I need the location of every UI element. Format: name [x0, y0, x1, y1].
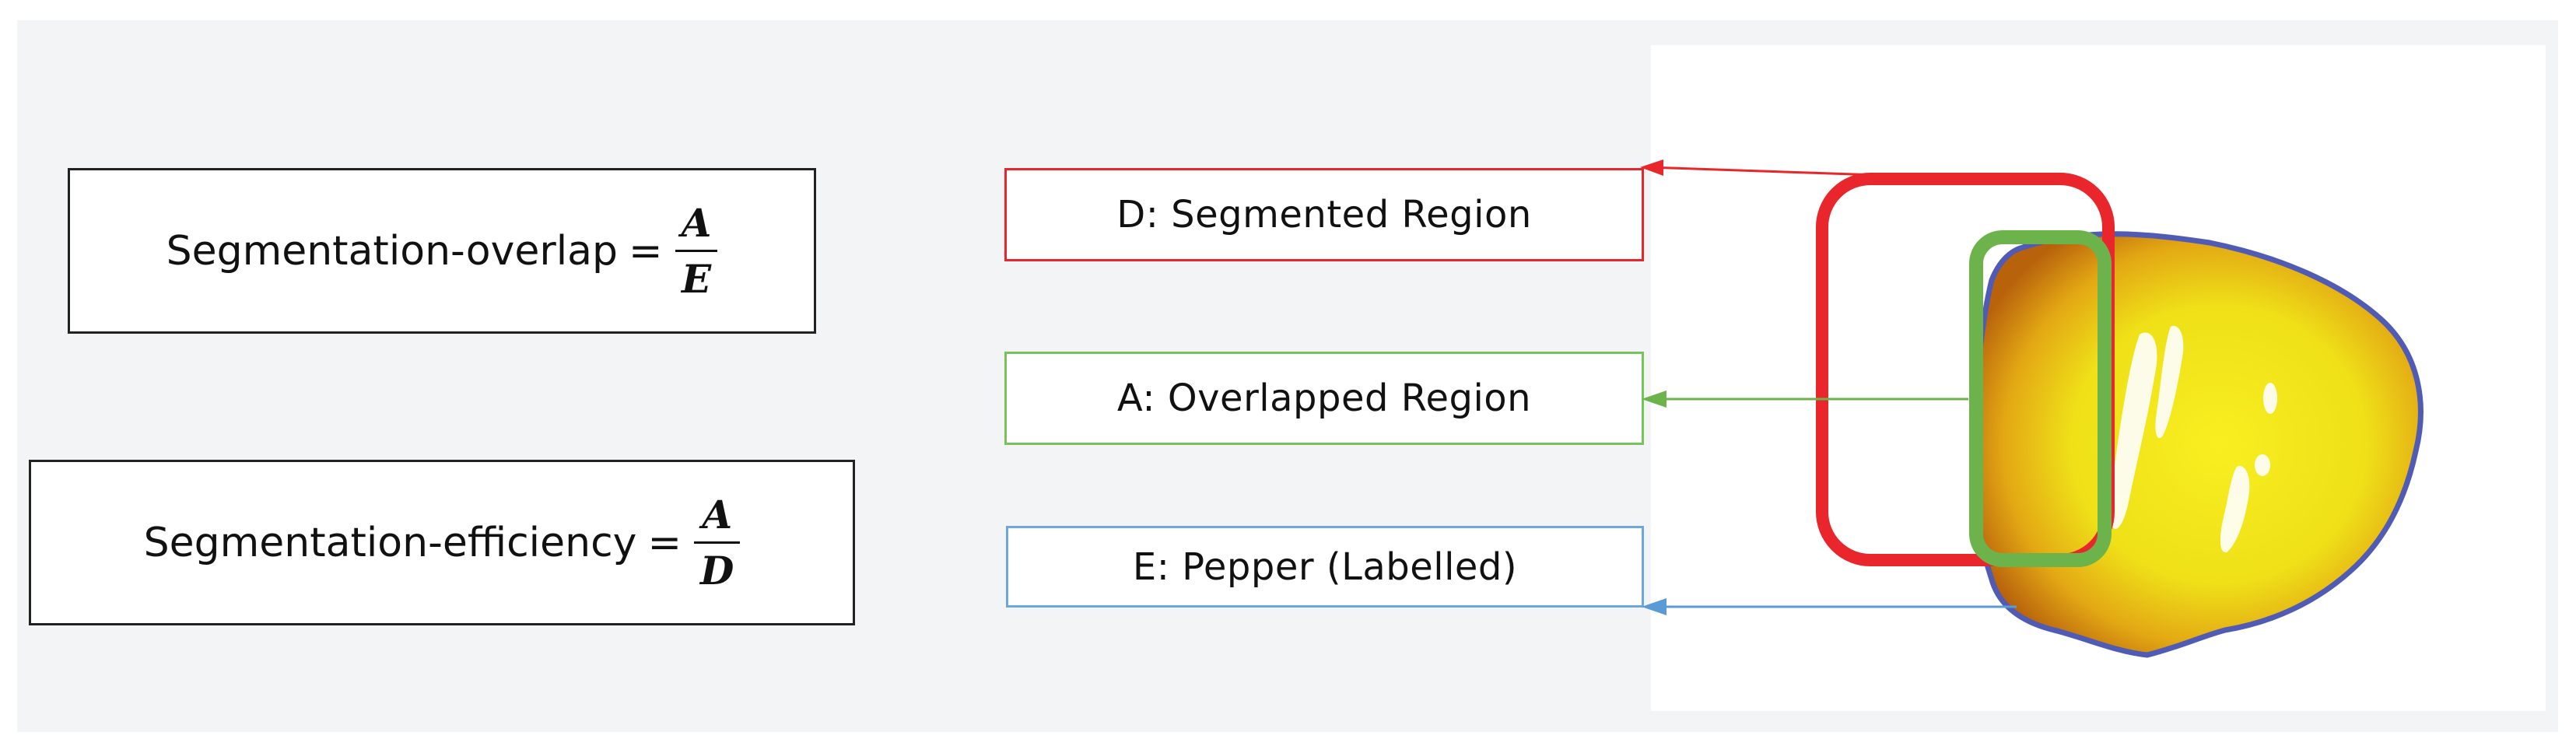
segmented-region-text: D: Segmented Region — [1116, 193, 1532, 236]
overlapped-region-text: A: Overlapped Region — [1116, 377, 1532, 420]
formula-label: Segmentation-efficiency — [143, 519, 637, 566]
formula-label: Segmentation-overlap — [166, 227, 619, 275]
labelled-pepper-text: E: Pepper (Labelled) — [1132, 545, 1518, 589]
labelled-pepper-label: E: Pepper (Labelled) — [1006, 526, 1644, 608]
fraction: A E — [675, 199, 718, 302]
fraction-numerator: A — [681, 199, 712, 246]
equals-sign: = — [629, 227, 663, 275]
equals-sign: = — [647, 519, 682, 566]
segmented-region-label: D: Segmented Region — [1004, 168, 1644, 261]
overlapped-region-outline — [1969, 230, 2112, 567]
segmentation-overlap-formula: Segmentation-overlap = A E — [68, 168, 816, 334]
arrow-head-red-icon — [1640, 159, 1663, 176]
fraction-numerator: A — [702, 491, 733, 538]
arrow-head-blue-icon — [1642, 598, 1667, 615]
connector-arrows — [1640, 159, 2017, 615]
fraction: A D — [694, 491, 741, 594]
pepper-highlights — [2109, 326, 2277, 553]
arrow-head-green-icon — [1642, 391, 1667, 408]
fraction-denominator: E — [675, 250, 718, 302]
fraction-denominator: D — [694, 541, 741, 594]
segmentation-efficiency-formula: Segmentation-efficiency = A D — [29, 460, 855, 625]
overlapped-region-label: A: Overlapped Region — [1004, 352, 1644, 445]
